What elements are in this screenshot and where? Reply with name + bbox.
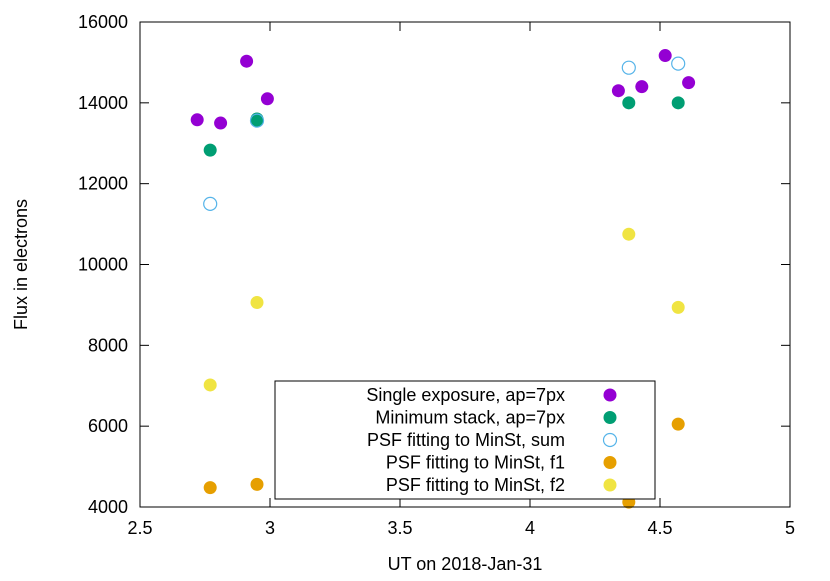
data-point [250, 112, 264, 126]
legend-entry-label: PSF fitting to MinSt, f2 [386, 475, 565, 495]
legend-marker [603, 456, 617, 469]
legend-marker [603, 388, 617, 402]
x-tick-label: 5 [785, 518, 795, 538]
y-tick-label: 12000 [78, 174, 128, 194]
data-point [203, 378, 217, 392]
data-point [190, 113, 204, 127]
data-point [622, 96, 636, 110]
data-point [671, 300, 685, 314]
data-point [671, 417, 685, 431]
legend-entry-label: Single exposure, ap=7px [366, 385, 565, 405]
data-point [250, 477, 264, 491]
y-tick-label: 8000 [88, 335, 128, 355]
data-point [203, 196, 218, 211]
legend-marker [603, 478, 617, 492]
x-tick-label: 2.5 [127, 518, 152, 538]
data-point [622, 227, 636, 241]
x-axis-label: UT on 2018-Jan-31 [388, 554, 543, 574]
legend-box [274, 380, 656, 500]
y-tick-label: 4000 [88, 497, 128, 517]
data-point [671, 56, 686, 71]
ticks-layer: 2.5 3 3.5 4 4.5 5 4000 6000 8000 10000 12000 14000 1… [78, 12, 795, 538]
data-point [635, 80, 649, 94]
x-tick-label: 3.5 [387, 518, 412, 538]
legend-entry-label: PSF fitting to MinSt, f1 [386, 453, 565, 473]
data-point [682, 76, 696, 90]
data-point [203, 143, 217, 157]
x-tick-label: 3 [265, 518, 275, 538]
x-tick-label: 4 [525, 518, 535, 538]
y-tick-label: 6000 [88, 416, 128, 436]
plot-layer [190, 49, 696, 509]
y-axis-label: Flux in electrons [11, 199, 31, 330]
y-tick-label: 10000 [78, 255, 128, 275]
y-tick-label: 16000 [78, 12, 128, 32]
data-point [240, 54, 254, 68]
data-point [658, 49, 672, 63]
data-point [249, 113, 265, 128]
data-point [671, 96, 685, 110]
data-point [611, 84, 625, 98]
data-point [250, 295, 264, 309]
y-tick-label: 14000 [78, 93, 128, 113]
legend-entry-label: PSF fitting to MinSt, sum [367, 430, 565, 450]
data-point [260, 92, 274, 106]
data-point [203, 481, 217, 495]
legend-entry-label: Minimum stack, ap=7px [375, 408, 565, 428]
legend-marker [602, 432, 618, 448]
data-point [214, 116, 228, 130]
legend-marker [603, 411, 617, 424]
x-tick-label: 4.5 [647, 518, 672, 538]
data-point [621, 60, 636, 75]
